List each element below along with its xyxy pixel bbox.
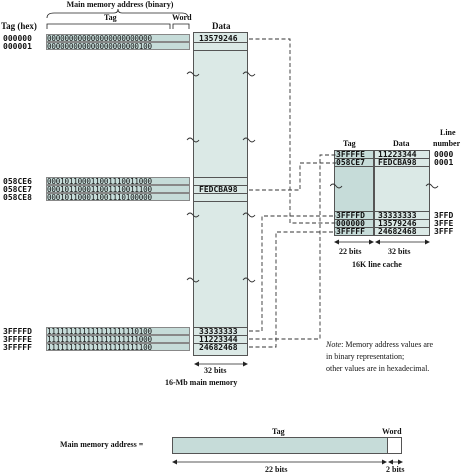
cache-tag-3: 000000	[336, 219, 365, 228]
cache-data-header: Data	[393, 139, 410, 148]
mem-data-5: 33333333	[199, 327, 238, 336]
binary-address-1: 000000000000000000000100	[46, 42, 190, 50]
word-field-header: Word	[172, 13, 192, 22]
cache-row-divider	[334, 158, 430, 159]
cache-row-divider	[334, 166, 430, 167]
mem-data-0: 13579246	[199, 34, 238, 43]
cache-line-3: 3FFE	[434, 219, 454, 228]
tag-hex-7: 3FFFFF	[3, 343, 32, 352]
cache-data-4: 24682468	[378, 227, 417, 236]
note-text: : Memory address values are	[341, 340, 434, 349]
format-tag-label: Tag	[272, 427, 285, 436]
binary-address-5: 111111111111111111110100	[46, 327, 190, 335]
main-memory-address-header: Main memory address (binary)	[66, 0, 174, 9]
cache-tag-header: Tag	[343, 139, 356, 148]
format-word-field	[387, 437, 402, 454]
cache-row-divider	[334, 227, 430, 228]
cache-row-divider	[334, 211, 430, 212]
tag-hex-3: 058CE7	[3, 185, 32, 194]
cache-tag-4: 3FFFFF	[336, 227, 365, 236]
tag-hex-6: 3FFFFE	[3, 335, 32, 344]
mem-row-divider	[193, 327, 248, 328]
format-width-arrows	[172, 459, 403, 465]
cache-data-2: 33333333	[378, 211, 417, 220]
mem-row-divider	[193, 177, 248, 178]
tag-hex-2: 058CE6	[3, 177, 32, 186]
note-line-1: Note: Memory address values are	[326, 340, 433, 349]
note-line-3: other values are in hexadecimal.	[326, 364, 430, 373]
cache-data-column	[374, 150, 430, 236]
binary-address-3: 000101100011001110011100	[46, 185, 190, 193]
cache-data-0: 11223344	[378, 150, 417, 159]
mem-row-divider	[193, 185, 248, 186]
cache-line-0: 0000	[434, 150, 454, 159]
tag-hex-1: 000001	[3, 42, 32, 51]
mem-data-7: 24682468	[199, 343, 238, 352]
cache-tag-1: 058CE7	[336, 158, 365, 167]
note-line-2: in binary representation;	[326, 352, 405, 361]
mem-width-arrow	[194, 361, 248, 367]
binary-address-4: 000101100011001110100000	[46, 193, 190, 201]
mem-data-3: FEDCBA98	[199, 185, 238, 194]
cache-line-header: Line	[440, 128, 456, 137]
field-brackets	[46, 23, 190, 29]
main-memory-block	[193, 32, 248, 356]
cache-data-bits: 32 bits	[388, 247, 411, 256]
mem-width-label: 32 bits	[204, 366, 227, 375]
tag-hex-5: 3FFFFD	[3, 327, 32, 336]
mem-row-divider	[193, 50, 248, 51]
address-brace	[46, 8, 189, 19]
mem-row-divider	[193, 201, 248, 202]
cache-caption: 16K line cache	[352, 260, 402, 269]
binary-address-6: 111111111111111111111000	[46, 335, 190, 343]
tag-hex-4: 058CE8	[3, 193, 32, 202]
tag-hex-header: Tag (hex)	[1, 21, 37, 31]
main-memory-caption: 16-Mb main memory	[165, 378, 238, 387]
cache-row-divider	[334, 219, 430, 220]
cache-data-3: 13579246	[378, 219, 417, 228]
format-main-label: Main memory address =	[60, 440, 144, 449]
cache-tag-bits: 22 bits	[339, 247, 362, 256]
data-header: Data	[212, 21, 231, 31]
cache-break-marks	[330, 183, 439, 189]
tag-hex-0: 000000	[3, 34, 32, 43]
cache-number-header: number	[433, 139, 461, 148]
cache-line-4: 3FFF	[434, 227, 454, 236]
cache-data-1: FEDCBA98	[378, 158, 417, 167]
mem-row-divider	[193, 343, 248, 344]
mem-row-divider	[193, 335, 248, 336]
mem-data-6: 11223344	[199, 335, 238, 344]
cache-line-2: 3FFD	[434, 211, 454, 220]
binary-address-2: 000101100011001110011000	[46, 177, 190, 185]
format-tag-bits: 22 bits	[265, 465, 288, 474]
mem-row-divider	[193, 193, 248, 194]
mem-row-divider	[193, 42, 248, 43]
format-tag-field	[172, 437, 388, 454]
format-word-label: Word	[382, 427, 402, 436]
cache-tag-2: 3FFFFD	[336, 211, 365, 220]
note-label: Note	[326, 340, 342, 349]
cache-width-arrows	[334, 239, 430, 245]
cache-tag-column	[334, 150, 374, 236]
tag-field-header: Tag	[104, 13, 117, 22]
cache-line-1: 0001	[434, 158, 454, 167]
binary-address-0: 000000000000000000000000	[46, 34, 190, 42]
break-marks	[186, 71, 256, 283]
binary-address-7: 111111111111111111111100	[46, 343, 190, 351]
format-word-bits: 2 bits	[386, 465, 405, 474]
cache-tag-0: 3FFFFE	[336, 150, 365, 159]
